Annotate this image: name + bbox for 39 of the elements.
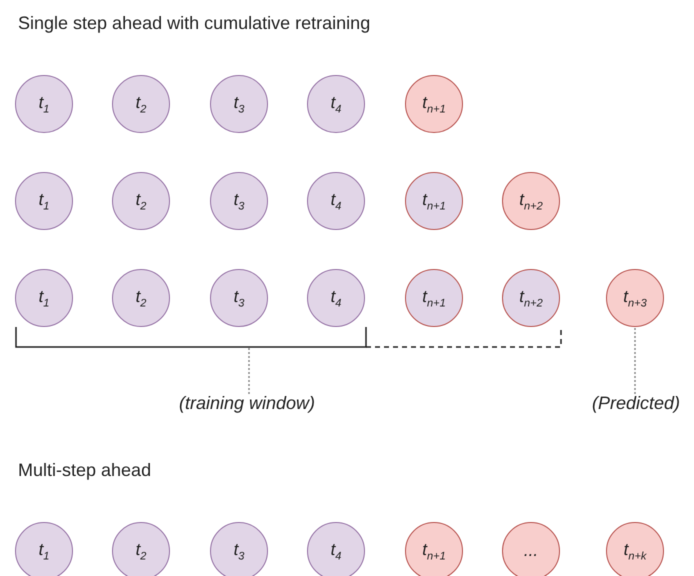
node-label: t$_{n+3}$: [623, 286, 647, 310]
node-label: ...: [524, 541, 538, 561]
node-label: t$_{2}$: [136, 540, 146, 562]
node-label: t$_{3}$: [234, 190, 244, 212]
node-label: t$_{4}$: [330, 92, 342, 116]
leader-line: [248, 348, 250, 394]
node-label: t$_{3}$: [234, 540, 244, 562]
section-heading: Single step ahead with cumulative retraining: [18, 13, 370, 34]
node-label: t$_{n+2}$: [519, 190, 543, 212]
node-label: t$_{n+1}$: [422, 540, 446, 562]
node-label: t$_{n+2}$: [519, 286, 543, 310]
circle-node: [210, 522, 268, 576]
node-label: t$_{1}$: [38, 286, 50, 310]
node-label: t$_{1}$: [38, 190, 50, 212]
circle-node: [606, 522, 664, 576]
node-label: t$_{3}$: [234, 92, 244, 116]
node-label: t$_{4}$: [330, 540, 342, 562]
node-label: t$_{4}$: [330, 286, 342, 310]
node-label: t$_{n+k}$: [624, 540, 646, 562]
annotation-text: (training window): [179, 393, 316, 414]
node-label: t$_{3}$: [234, 286, 244, 310]
annotation-text: (Predicted): [592, 393, 680, 414]
node-label: t$_{2}$: [136, 92, 146, 116]
node-label: t$_{n+1}$: [422, 190, 446, 212]
circle-node: [15, 522, 73, 576]
node-label: t$_{n+1}$: [422, 92, 446, 116]
node-label: t$_{n+1}$: [422, 286, 446, 310]
node-label: t$_{2}$: [136, 190, 146, 212]
circle-node: [112, 522, 170, 576]
node-label: t$_{1}$: [38, 92, 50, 116]
bracket: [15, 327, 367, 348]
leader-line: [634, 327, 636, 394]
node-label: t$_{1}$: [38, 540, 50, 562]
circle-node: [307, 522, 365, 576]
section-heading: Multi-step ahead: [18, 460, 152, 481]
node-label: t$_{4}$: [330, 190, 342, 212]
node-label: t$_{2}$: [136, 286, 146, 310]
circle-node: [502, 522, 560, 576]
circle-node: [405, 522, 463, 576]
